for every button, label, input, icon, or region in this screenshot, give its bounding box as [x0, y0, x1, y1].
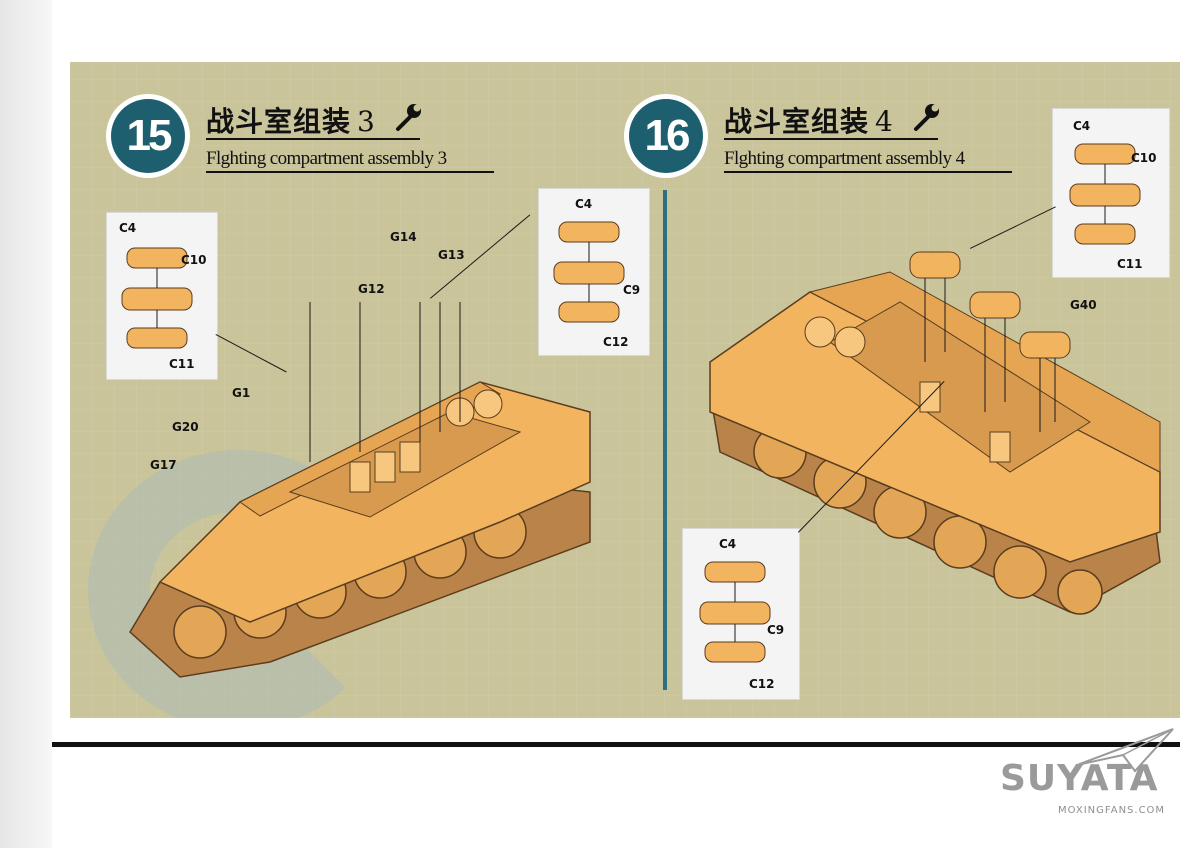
step-15-title-underline [206, 138, 420, 140]
step-16-callout-top: C4 C10 C11 [1052, 108, 1170, 278]
step-15-title-num: 3 [357, 105, 376, 138]
part-label: C4 [119, 221, 137, 235]
brand-logo: SUYATA [1000, 758, 1159, 799]
ammo-rack-illustration [121, 247, 193, 349]
step-16-title-cn-text: 战斗室组装 [724, 105, 870, 138]
part-label: C11 [1117, 257, 1143, 271]
brand-logo-sub: MOXINGFANS.COM [1058, 805, 1166, 816]
part-label: C9 [767, 623, 785, 637]
step-16-number: 16 [629, 99, 703, 173]
part-label: G12 [358, 282, 385, 296]
step-divider [663, 190, 667, 690]
part-label: G40 [1070, 298, 1097, 312]
step-16-title-num: 4 [875, 105, 894, 138]
step-15-title-en: Flghting compartment assembly 3 [206, 148, 447, 169]
ammo-rack-illustration [699, 561, 771, 663]
part-label: C10 [181, 253, 207, 267]
step-15-number: 15 [111, 99, 185, 173]
paper-plane-logo-icon [1076, 728, 1174, 773]
step-16-badge: 16 [624, 94, 708, 178]
ammo-rack-illustration [553, 221, 625, 323]
step-15-callout-left: C4 C10 C11 [106, 212, 218, 380]
step-16-callout-bottom: C4 C9 C12 [682, 528, 800, 700]
part-label: G14 [390, 230, 417, 244]
page-edge [0, 0, 52, 848]
step-16-title-en: Flghting compartment assembly 4 [724, 148, 965, 169]
step-15-callout-right: C4 C9 C12 [538, 188, 650, 356]
bottom-rule [52, 742, 1180, 747]
step-16-subtitle-underline [724, 171, 1012, 173]
part-label: G1 [232, 386, 251, 400]
part-label: C4 [1073, 119, 1091, 133]
step-15-subtitle-underline [206, 171, 494, 173]
wrench-icon [396, 104, 421, 131]
step-15-vehicle-illustration [129, 302, 591, 678]
part-label: C11 [169, 357, 195, 371]
part-label: G17 [150, 458, 177, 472]
step-16-ammo-racks [909, 251, 1071, 432]
part-label: C12 [749, 677, 775, 691]
part-label: C4 [719, 537, 737, 551]
step-15-badge: 15 [106, 94, 190, 178]
part-label: C10 [1131, 151, 1157, 165]
ammo-rack-illustration [1069, 143, 1141, 245]
part-label: C9 [623, 283, 641, 297]
step-15-title-cn-text: 战斗室组装 [206, 105, 352, 138]
part-label: G20 [172, 420, 199, 434]
step-16-title-underline [724, 138, 938, 140]
wrench-icon [914, 104, 939, 131]
part-label: C4 [575, 197, 593, 211]
part-label: G13 [438, 248, 465, 262]
part-label: C12 [603, 335, 629, 349]
